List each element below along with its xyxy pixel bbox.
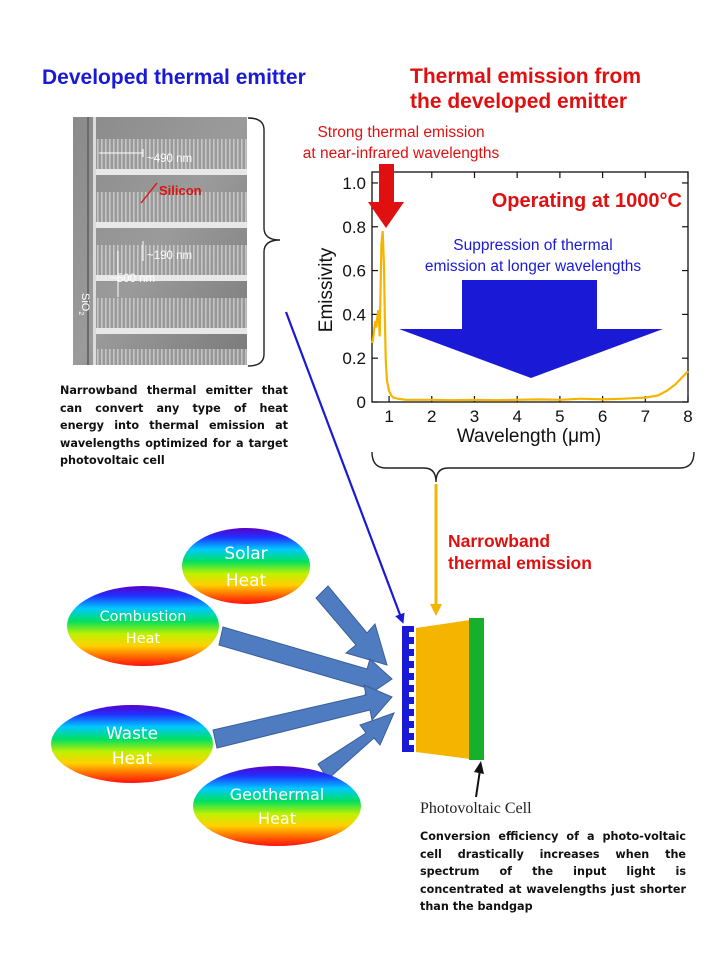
y-tick-label: 0.6: [342, 262, 366, 281]
peak-annotation-line1: Strong thermal emission: [317, 124, 484, 141]
pv-description: Conversion efficiency of a photo-voltaic…: [420, 830, 686, 913]
emissivity-series-line: [370, 230, 689, 402]
pv-cell: [469, 618, 484, 760]
heat-source-geothermal: Geothermal Heat: [193, 766, 361, 846]
pv-cell-label: Photovoltaic Cell: [420, 800, 532, 817]
sem-micrograph: ~490 nm Silicon ~190 nm ~500 nm SiO2: [73, 117, 247, 365]
emission-title-line1: Thermal emission from: [410, 65, 642, 88]
narrowband-label-line1: Narrowband: [448, 531, 551, 551]
heat-source-label: Solar: [224, 544, 267, 564]
heat-source-label: Geothermal: [230, 785, 324, 804]
plot-frame: [371, 171, 689, 403]
heat-source-label: Heat: [226, 571, 267, 591]
solar-arrow: [315, 585, 388, 666]
heat-source-label: Combustion: [100, 609, 187, 625]
combustion-arrow: [218, 626, 393, 700]
x-tick-label: 8: [683, 407, 692, 426]
x-tick-label: 1: [384, 407, 393, 426]
x-axis-label: Wavelength (μm): [457, 426, 601, 447]
emission-title-line2: the developed emitter: [410, 90, 628, 113]
substrate-label: SiO2: [77, 293, 91, 315]
heat-source-label: Waste: [106, 724, 158, 744]
x-tick-label: 7: [641, 407, 650, 426]
silicon-label: Silicon: [159, 183, 202, 198]
heat-source-label: Heat: [258, 809, 296, 828]
y-tick-label: 0: [357, 393, 366, 412]
heat-source-combustion: Combustion Heat: [67, 586, 219, 666]
sem-layers: [87, 117, 247, 365]
peak-annotation-line2: at near-infrared wavelengths: [303, 145, 500, 162]
waste-arrow: [212, 684, 393, 749]
pv-assembly: [402, 618, 484, 798]
emitter-description: Narrowband thermal emitter that can conv…: [60, 384, 288, 467]
emissivity-chart: 1 2 3 4 5 6 7 8 0 0.2 0.4 0.6 0.8 1.0 Emissivity Wave…: [303, 124, 693, 447]
x-tick-label: 3: [470, 407, 479, 426]
heat-source-solar: Solar Heat: [182, 528, 310, 604]
peak-arrow: [368, 164, 404, 228]
y-tick-label: 0.4: [342, 305, 366, 324]
x-tick-label: 6: [598, 407, 607, 426]
emission-beam: [416, 620, 470, 759]
dim-mid-label: ~190 nm: [147, 250, 192, 262]
x-tick-label: 2: [427, 407, 436, 426]
y-tick-label: 0.2: [342, 349, 366, 368]
dim-top-label: ~490 nm: [147, 153, 192, 165]
suppression-arrow: [399, 280, 663, 378]
dim-left-label: ~500 nm: [110, 273, 155, 285]
heat-source-label: Heat: [112, 749, 153, 769]
suppression-annotation-line1: Suppression of thermal: [453, 237, 612, 254]
y-axis-label: Emissivity: [316, 247, 337, 332]
sem-brace: [247, 117, 281, 367]
chart-brace: [371, 451, 695, 483]
pv-pointer: [475, 769, 481, 798]
heat-source-label: Heat: [126, 631, 161, 647]
y-tick-label: 1.0: [342, 174, 366, 193]
suppression-annotation-line2: emission at longer wavelengths: [425, 258, 642, 275]
heat-source-waste: Waste Heat: [51, 705, 213, 783]
heat-arrows: [212, 585, 395, 780]
emitter-link-arrow: [284, 311, 405, 624]
narrowband-label-line2: thermal emission: [448, 553, 592, 573]
emission-title: Thermal emission from the developed emit…: [410, 64, 641, 114]
svg-text:SiO2: SiO2: [77, 293, 91, 315]
geothermal-arrow: [317, 712, 395, 780]
operating-temperature: Operating at 1000°C: [492, 190, 682, 212]
emitter-grating: [409, 632, 414, 745]
y-tick-label: 0.8: [342, 218, 366, 237]
emitter-title: Developed thermal emitter: [42, 66, 306, 89]
x-tick-label: 5: [555, 407, 564, 426]
narrowband-label: Narrowband thermal emission: [448, 530, 592, 574]
x-tick-label: 4: [512, 407, 521, 426]
